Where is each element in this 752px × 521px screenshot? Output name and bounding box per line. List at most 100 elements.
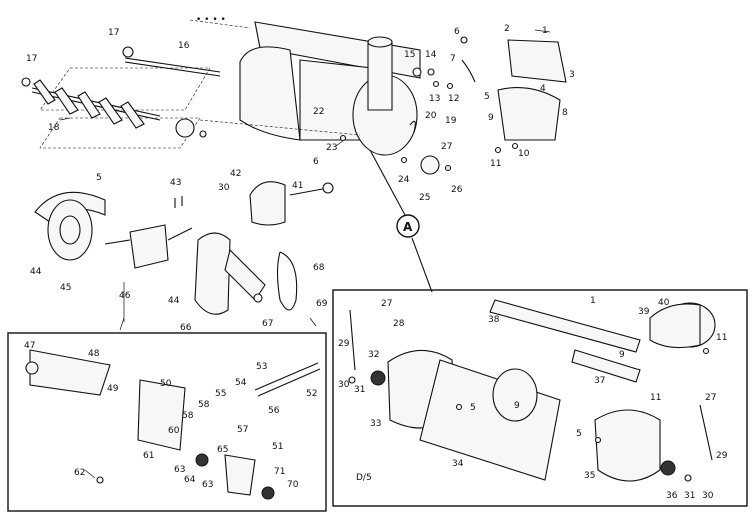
gearbox-46	[129, 224, 169, 269]
pulley-41	[322, 182, 334, 194]
callout-11: 11	[650, 393, 661, 403]
callout-43: 43	[170, 178, 181, 188]
bolt-row-marks: • • • •	[196, 15, 226, 25]
bracket-65	[224, 454, 256, 496]
callout-37: 37	[594, 376, 605, 386]
bolt-69	[309, 317, 317, 327]
callout-29: 29	[338, 339, 350, 349]
bolt-23	[339, 134, 347, 142]
callout-5: 5	[484, 92, 490, 102]
callout-55: 55	[215, 389, 226, 399]
disc-25	[420, 155, 440, 175]
auger-shaft-assembly	[21, 46, 221, 149]
callout-30: 30	[218, 183, 230, 193]
clip-6	[460, 36, 468, 44]
scraper-38	[489, 299, 641, 353]
bearing-17	[21, 77, 31, 87]
auger-shaft	[31, 91, 161, 121]
callout-70: 70	[287, 480, 299, 490]
chute-8	[497, 87, 561, 141]
chute-support	[367, 41, 393, 111]
callout-1: 1	[590, 296, 596, 306]
callout-60: 60	[168, 426, 180, 436]
leader-line	[119, 317, 125, 331]
blower-housing: • • • •	[189, 15, 421, 156]
pulley-guard-42	[249, 181, 286, 226]
chute-39	[649, 303, 701, 349]
shaft-41	[289, 187, 329, 196]
callout-44: 44	[30, 267, 42, 277]
callout-54: 54	[235, 378, 247, 388]
guide-outline	[39, 117, 201, 149]
bearing-47	[25, 361, 39, 375]
washer	[199, 130, 207, 138]
bolt-67	[253, 293, 263, 303]
callout-18: 18	[48, 123, 60, 133]
callout-17: 17	[108, 28, 119, 38]
callout-69: 69	[316, 299, 328, 309]
callout-5: 5	[470, 403, 476, 413]
frame-assembly	[34, 181, 334, 327]
belt-68	[276, 251, 298, 311]
shaft-53	[257, 368, 321, 397]
chute-assembly	[400, 29, 567, 175]
skid-37	[571, 349, 641, 383]
detail-leader	[369, 149, 406, 216]
bolt-10	[511, 142, 519, 150]
callout-50: 50	[160, 379, 172, 389]
callout-56: 56	[268, 406, 280, 416]
callout-27: 27	[705, 393, 716, 403]
housing-side-panel	[239, 46, 301, 141]
callout-41: 41	[292, 181, 303, 191]
bolt-11	[702, 347, 710, 355]
pin-1	[534, 29, 551, 33]
callout-11: 11	[716, 333, 727, 343]
callout-47: 42	[230, 169, 241, 179]
callout-27: 27	[381, 299, 392, 309]
bolt-11	[494, 146, 502, 154]
callout-48: 48	[88, 349, 100, 359]
wheel-hub	[59, 215, 81, 245]
inset-left-parts	[25, 317, 321, 500]
callout-45: 45	[60, 283, 71, 293]
callout-71: 71	[274, 467, 285, 477]
bolt-24	[400, 156, 408, 164]
callout-26: 26	[451, 185, 463, 195]
callout-65: 65	[217, 445, 228, 455]
callout-40: 40	[658, 298, 670, 308]
callout-30: 30	[338, 380, 350, 390]
callout-63: 63	[202, 480, 213, 490]
callout-34: 34	[452, 459, 464, 469]
callout-23: 23	[326, 143, 337, 153]
callout-39: 39	[638, 307, 650, 317]
bolt-13	[432, 80, 440, 88]
knob-15	[412, 67, 422, 77]
rod-29	[699, 404, 713, 461]
callout-53: 53	[256, 362, 267, 372]
chute-collar	[367, 36, 393, 48]
callout-24: 24	[398, 175, 410, 185]
axle	[167, 227, 193, 241]
callout-25: 25	[419, 193, 430, 203]
callout-22: 22	[313, 107, 324, 117]
chute-deflector-2	[507, 39, 567, 83]
spring-20	[409, 120, 416, 133]
callout-3: 3	[569, 70, 575, 80]
leader-line	[59, 117, 71, 121]
auger-shaft	[31, 87, 161, 117]
inset-right-callouts: 1 5 5 9 9 11 11 27 27 28 29 29 30 30 31 …	[338, 296, 728, 501]
shaft-53	[254, 362, 319, 391]
callout-63: 63	[174, 465, 185, 475]
callout-46: 46	[119, 291, 131, 301]
callout-47: 47	[24, 341, 35, 351]
callout-13: 13	[429, 94, 440, 104]
sprocket-64	[195, 453, 209, 467]
auger-flight	[54, 87, 79, 115]
callout-67: 67	[262, 319, 273, 329]
bracket-7	[461, 59, 476, 83]
callout-1: 1	[542, 26, 548, 36]
callout-36: 36	[666, 491, 678, 501]
frame-66	[194, 232, 231, 315]
end-plate-35	[594, 409, 661, 482]
